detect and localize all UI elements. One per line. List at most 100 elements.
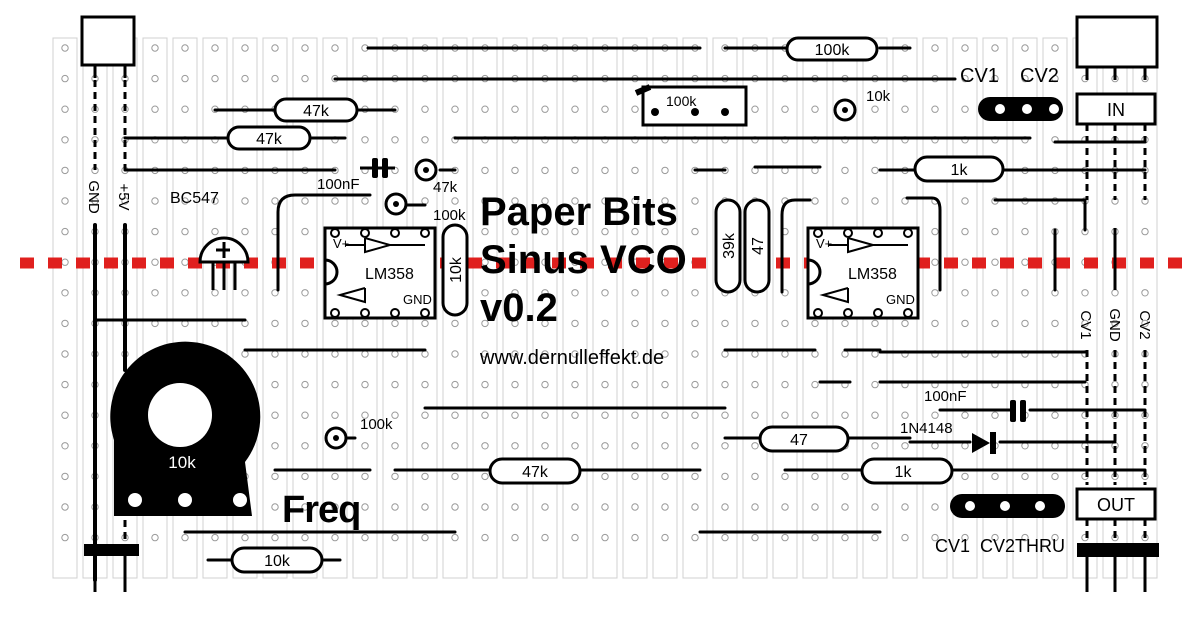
strip [52, 37, 78, 579]
strip [592, 37, 618, 579]
cap-100nf-right-label: 100nF [924, 388, 967, 405]
hole [421, 533, 429, 542]
svg-text:47k: 47k [303, 103, 330, 120]
opamp-gnd-left: GND [403, 292, 432, 307]
hole [481, 533, 489, 542]
hole [511, 166, 519, 175]
resistor-47k-a: 47k [273, 97, 359, 123]
hole [601, 105, 609, 113]
hole [211, 227, 219, 236]
hole [421, 380, 429, 389]
hole [241, 197, 249, 205]
hole [421, 472, 429, 481]
hole [751, 319, 759, 328]
hole [811, 533, 819, 542]
hole [541, 380, 549, 389]
hole [1021, 442, 1029, 450]
hole [1021, 319, 1029, 328]
diode-1n4148 [972, 432, 996, 454]
hole [331, 44, 339, 52]
hole [871, 503, 879, 511]
hole [871, 533, 879, 542]
title-line3: v0.2 [480, 286, 558, 330]
hole [811, 105, 819, 113]
hole [601, 319, 609, 328]
cv2-top-label: CV2 [1020, 65, 1059, 87]
hole [1051, 411, 1059, 419]
hole [1081, 319, 1089, 328]
in-label: IN [1107, 100, 1125, 120]
hole [661, 350, 669, 358]
hole [781, 350, 789, 358]
hole [871, 105, 879, 113]
resistor-100k-top: 100k [785, 36, 879, 62]
strip [742, 37, 768, 579]
hole [391, 380, 399, 389]
hole [301, 533, 309, 542]
hole [511, 289, 519, 297]
trim-pad-100k [384, 192, 408, 216]
hole [781, 472, 789, 481]
strip [652, 37, 678, 579]
hole [931, 44, 939, 52]
plus5v-label: +5V [115, 183, 132, 210]
hole [361, 319, 369, 328]
hole [151, 44, 159, 52]
hole [601, 166, 609, 175]
hole [751, 380, 759, 389]
jack-header-out [1075, 350, 1159, 592]
hole [961, 44, 969, 52]
hole [391, 472, 399, 481]
hole [541, 105, 549, 113]
strip [562, 37, 588, 579]
strip [922, 37, 948, 579]
hole [991, 472, 999, 481]
hole [631, 503, 639, 511]
hole [541, 533, 549, 542]
trim-pad-47k [414, 158, 438, 182]
hole [661, 411, 669, 419]
hole [331, 380, 339, 389]
hole [1051, 74, 1059, 83]
hole [271, 289, 279, 297]
hole [691, 319, 699, 328]
svg-text:1k: 1k [895, 464, 913, 481]
hole [931, 105, 939, 113]
hole [1081, 289, 1089, 297]
hole [151, 533, 159, 542]
hole [841, 533, 849, 542]
hole [481, 380, 489, 389]
strip [622, 37, 648, 579]
hole [661, 442, 669, 450]
hole [151, 105, 159, 113]
hole [511, 350, 519, 358]
hole [571, 380, 579, 389]
hole [301, 380, 309, 389]
cv1-top-label: CV1 [960, 65, 999, 87]
hole [181, 258, 189, 266]
hole [511, 442, 519, 450]
hole [151, 258, 159, 266]
hole [61, 503, 69, 511]
hole [571, 319, 579, 328]
opamp-vplus-left: V+ [333, 236, 349, 251]
hole [661, 289, 669, 297]
strip [682, 37, 708, 579]
hole [481, 227, 489, 236]
hole [241, 74, 249, 83]
hole [361, 533, 369, 542]
hole [1021, 258, 1029, 266]
hole [541, 166, 549, 175]
hole [421, 197, 429, 205]
hole [871, 319, 879, 328]
svg-text:47: 47 [790, 432, 808, 449]
hole [991, 44, 999, 52]
trim-100k-label: 100k [433, 207, 466, 224]
hole [301, 197, 309, 205]
resistor-39k-vertical: 39k [714, 198, 742, 294]
hole [151, 197, 159, 205]
hole [511, 258, 519, 266]
strip [202, 37, 228, 579]
hole [721, 503, 729, 511]
hole [571, 258, 579, 266]
